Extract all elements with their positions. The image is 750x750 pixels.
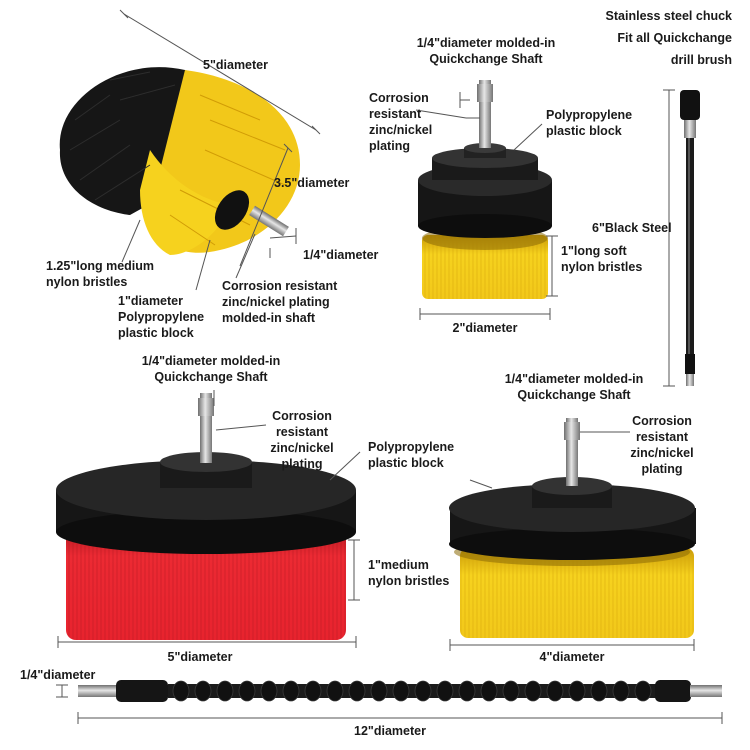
medium-coating-line-3: zinc/nickel bbox=[630, 446, 694, 460]
extension-length-label: 6"Black Steel bbox=[592, 221, 672, 235]
large-bristles-label: 1"medium nylon bristles bbox=[368, 557, 449, 589]
chuck-line-3: drill brush bbox=[670, 53, 732, 67]
medium-shaft-line-1: 1/4"diameter molded-in bbox=[504, 372, 644, 386]
large-coating-line-2: resistant bbox=[275, 425, 329, 439]
dome-block-line-3: plastic block bbox=[118, 326, 194, 340]
dome-material-line-1: Corrosion resistant bbox=[222, 279, 338, 293]
small-shaft-line-1: 1/4"diameter molded-in bbox=[416, 36, 556, 50]
flex-shaft-rib bbox=[568, 680, 586, 702]
dome-bristles-line-2: nylon bristles bbox=[46, 275, 128, 289]
dimension-lines bbox=[56, 9, 723, 724]
flex-shaft-rib bbox=[436, 680, 454, 702]
flex-shaft-rib bbox=[194, 680, 212, 702]
flex-shaft-label: 1/4"diameter bbox=[20, 668, 96, 682]
large-bristles-line-2: nylon bristles bbox=[368, 574, 450, 588]
flex-shaft bbox=[78, 680, 722, 702]
dome-bristles-line-1: 1.25"long medium bbox=[46, 259, 155, 273]
small-coating-line-2: resistant bbox=[369, 107, 422, 121]
flex-shaft-rib bbox=[260, 680, 278, 702]
large-shaft-label: 1/4"diameter molded-in Quickchange Shaft bbox=[136, 353, 286, 385]
small-coating-line-1: Corrosion bbox=[369, 91, 429, 105]
dome-material-line-2: zinc/nickel plating bbox=[222, 295, 330, 309]
large-bristles-line-1: 1"medium bbox=[368, 558, 429, 572]
small-coating-line-4: plating bbox=[369, 139, 410, 153]
flex-shaft-rib bbox=[216, 680, 234, 702]
dome-shaft-label: 1/4"diameter bbox=[303, 248, 379, 262]
small-shaft-label: 1/4"diameter molded-in Quickchange Shaft bbox=[416, 35, 556, 67]
large-coating-label: Corrosion resistant zinc/nickel plating bbox=[262, 408, 342, 472]
flex-shaft-rib bbox=[458, 680, 476, 702]
flex-shaft-rib bbox=[524, 680, 542, 702]
flex-shaft-rib bbox=[282, 680, 300, 702]
large-shaft-line-1: 1/4"diameter molded-in bbox=[141, 354, 281, 368]
large-diameter-label: 5"diameter bbox=[167, 650, 233, 664]
dome-block-label: 1"diameter Polypropylene plastic block bbox=[118, 293, 204, 341]
chuck-line-2: Fit all Quickchange bbox=[617, 31, 732, 45]
large-shaft-line-2: Quickchange Shaft bbox=[154, 370, 268, 384]
medium-coating-line-4: plating bbox=[641, 462, 683, 476]
dome-block-line-2: Polypropylene bbox=[118, 310, 205, 324]
large-block-line-1: Polypropylene bbox=[368, 440, 455, 454]
large-coating-line-4: plating bbox=[281, 457, 323, 471]
medium-diameter-label: 4"diameter bbox=[539, 650, 605, 664]
small-block-label: Polypropylene plastic block bbox=[546, 107, 632, 139]
dome-shaft-material-label: Corrosion resistant zinc/nickel plating … bbox=[222, 278, 337, 326]
medium-coating-label: Corrosion resistant zinc/nickel plating bbox=[622, 413, 702, 477]
dome-length-label: 3.5"diameter bbox=[274, 176, 350, 190]
flex-length-label: 12"diameter bbox=[354, 724, 426, 738]
chuck-label: Stainless steel chuck Fit all Quickchang… bbox=[560, 8, 732, 68]
small-block-line-1: Polypropylene bbox=[546, 108, 633, 122]
flex-shaft-rib bbox=[238, 680, 256, 702]
large-brush bbox=[56, 393, 356, 640]
small-brush bbox=[418, 80, 552, 299]
flex-shaft-rib bbox=[502, 680, 520, 702]
flex-shaft-rib bbox=[480, 680, 498, 702]
flex-shaft-rib bbox=[326, 680, 344, 702]
small-bristles-label: 1"long soft nylon bristles bbox=[561, 243, 642, 275]
flex-shaft-rib bbox=[590, 680, 608, 702]
medium-shaft-line-2: Quickchange Shaft bbox=[517, 388, 631, 402]
small-bristles-line-1: 1"long soft bbox=[561, 244, 627, 258]
medium-shaft-label: 1/4"diameter molded-in Quickchange Shaft bbox=[496, 371, 652, 403]
flex-shaft-rib bbox=[172, 680, 190, 702]
medium-brush bbox=[449, 418, 696, 638]
dome-block-line-1: 1"diameter bbox=[118, 294, 183, 308]
medium-coating-line-1: Corrosion bbox=[632, 414, 692, 428]
flex-shaft-rib bbox=[304, 680, 322, 702]
medium-coating-line-2: resistant bbox=[635, 430, 689, 444]
flex-shaft-rib bbox=[634, 680, 652, 702]
extension-rod bbox=[680, 90, 700, 386]
small-coating-line-3: zinc/nickel bbox=[369, 123, 433, 137]
small-bristles-line-2: nylon bristles bbox=[561, 260, 643, 274]
large-coating-line-1: Corrosion bbox=[272, 409, 332, 423]
small-shaft-line-2: Quickchange Shaft bbox=[429, 52, 543, 66]
chuck-line-1: Stainless steel chuck bbox=[605, 9, 732, 23]
flex-shaft-rib bbox=[414, 680, 432, 702]
flex-shaft-rib bbox=[392, 680, 410, 702]
flex-shaft-rib bbox=[612, 680, 630, 702]
dome-diameter-label: 5"diameter bbox=[203, 58, 268, 72]
large-coating-line-3: zinc/nickel bbox=[270, 441, 334, 455]
dome-material-line-3: molded-in shaft bbox=[222, 311, 316, 325]
flex-shaft-rib bbox=[348, 680, 366, 702]
small-coating-label: Corrosion resistant zinc/nickel plating bbox=[369, 90, 432, 154]
large-block-line-2: plastic block bbox=[368, 456, 444, 470]
flex-shaft-rib bbox=[546, 680, 564, 702]
small-diameter-label: 2"diameter bbox=[452, 321, 518, 335]
large-block-label: Polypropylene plastic block bbox=[368, 439, 454, 471]
small-block-line-2: plastic block bbox=[546, 124, 622, 138]
dome-brush bbox=[59, 67, 300, 255]
dome-bristles-label: 1.25"long medium nylon bristles bbox=[46, 258, 154, 290]
flex-shaft-rib bbox=[370, 680, 388, 702]
